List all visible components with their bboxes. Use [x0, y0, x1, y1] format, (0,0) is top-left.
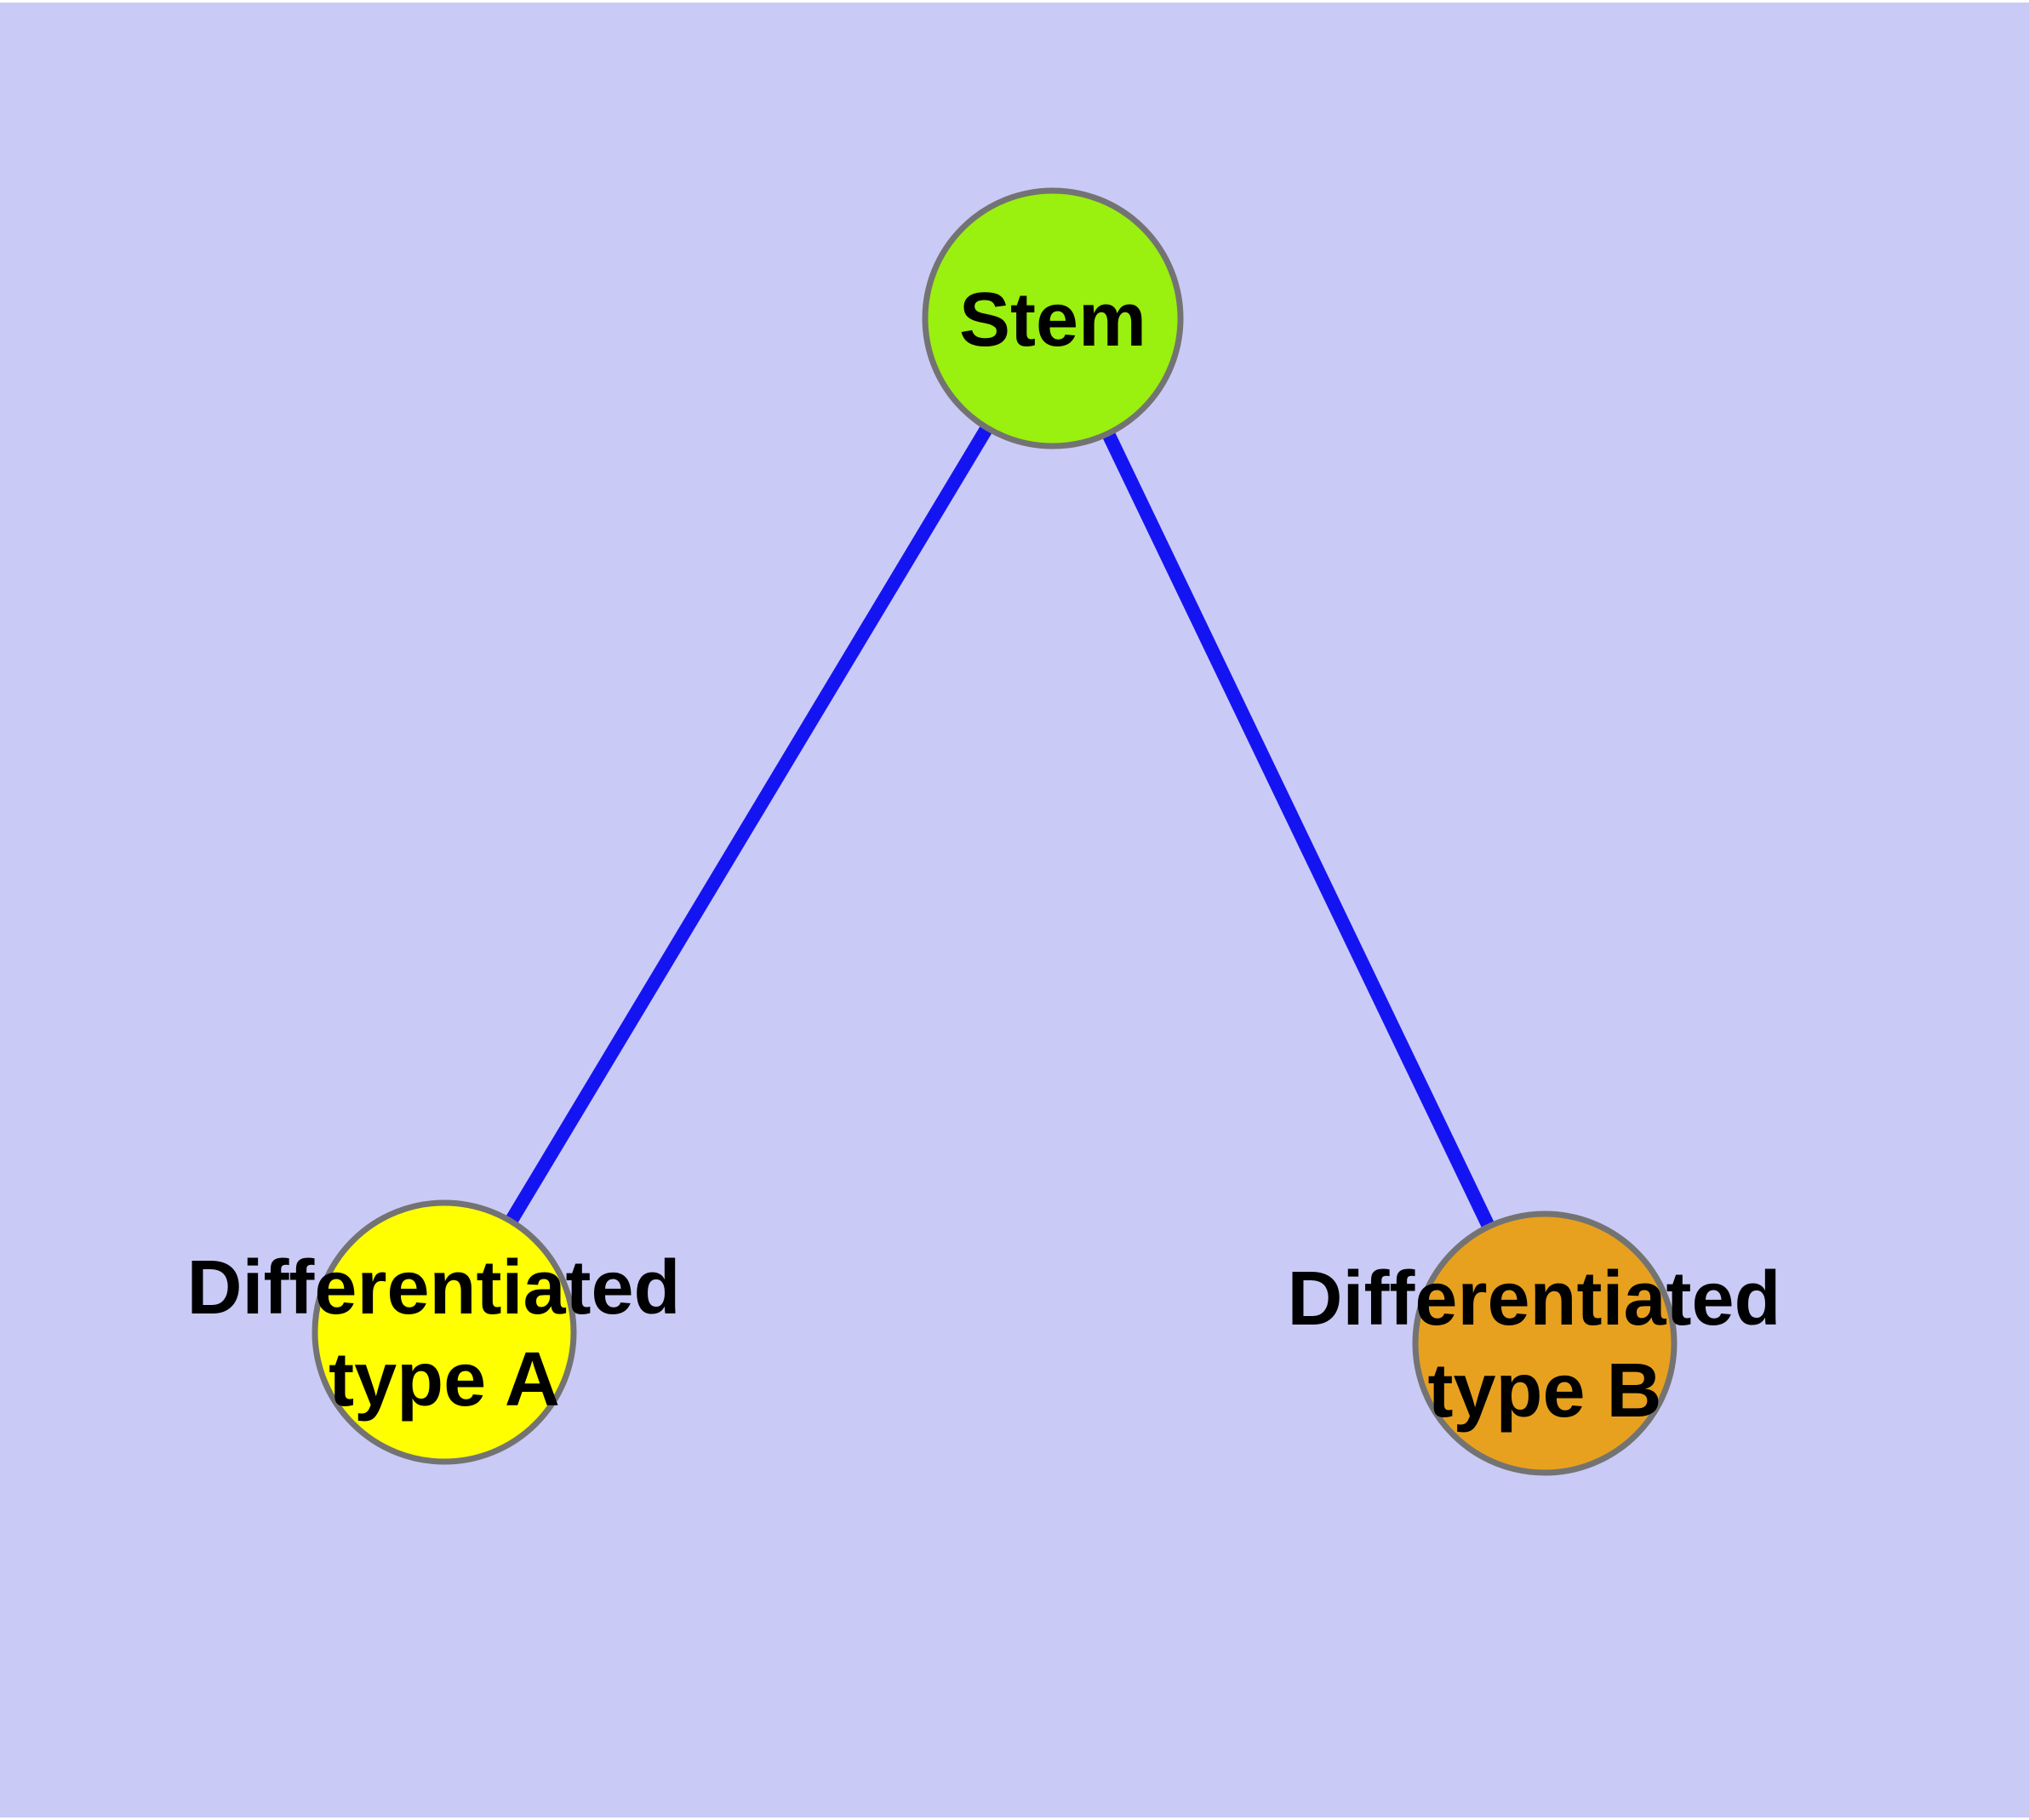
node-type-b-label-line-1: Differentiated: [1287, 1256, 1780, 1342]
node-stem: [922, 187, 1184, 449]
node-type-b-label: Differentiated type B: [1287, 1256, 1802, 1434]
edge-stem-to-type-a: [438, 314, 1059, 1336]
node-stem-label: Stem: [959, 278, 1146, 363]
node-type-a-label-line-2: type A: [329, 1337, 560, 1422]
node-differentiated-type-a: [311, 1199, 577, 1465]
node-type-a-label-line-1: Differentiated: [186, 1245, 680, 1331]
edge-stem-to-type-b: [1046, 315, 1552, 1347]
node-differentiated-type-b: [1412, 1210, 1677, 1476]
node-type-a-label: Differentiated type A: [186, 1245, 701, 1422]
node-type-b-label-line-2: type B: [1427, 1348, 1661, 1434]
